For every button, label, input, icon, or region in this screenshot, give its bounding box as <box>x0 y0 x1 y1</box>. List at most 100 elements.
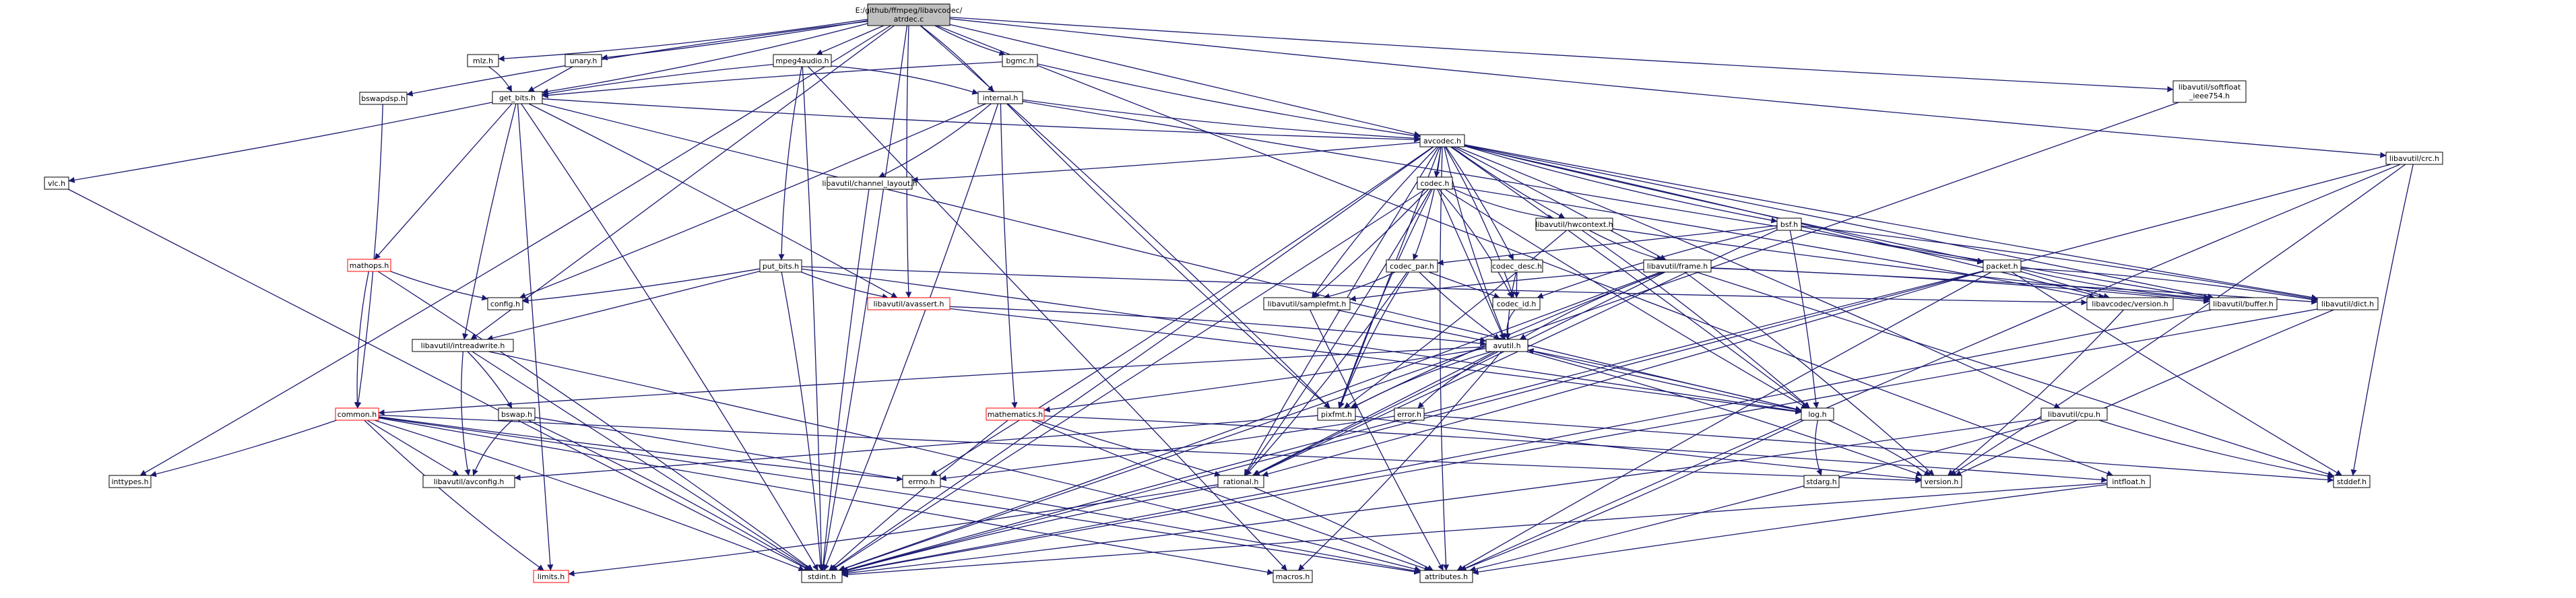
node-box-lavc_version <box>2086 297 2174 310</box>
node-hwcontext[interactable]: libavutil/hwcontext.h <box>1535 218 1613 231</box>
node-frame[interactable]: libavutil/frame.h <box>1643 259 1712 273</box>
node-bswap[interactable]: bswap.h <box>498 407 536 421</box>
edge-intfloat-to-stdint <box>841 482 2108 578</box>
node-vlc[interactable]: vlc.h <box>44 176 69 190</box>
node-cpu[interactable]: libavutil/cpu.h <box>2040 407 2108 421</box>
node-put_bits[interactable]: put_bits.h <box>759 259 802 273</box>
edge-avcodec-to-codec_par <box>1413 146 1442 261</box>
node-label-stdint: stdint.h <box>808 572 836 581</box>
node-crc[interactable]: libavutil/crc.h <box>2385 152 2443 165</box>
edge-mlz-to-get_bits <box>488 66 513 92</box>
node-internal[interactable]: internal.h <box>977 91 1023 104</box>
edge-intfloat-to-attributes <box>1472 484 2108 575</box>
edge-put_bits-to-stdint <box>781 271 824 571</box>
edge-put_bits-to-lavc_version <box>801 266 2088 306</box>
edge-frame-to-version <box>1684 271 1935 476</box>
node-intfloat[interactable]: intfloat.h <box>2106 475 2151 488</box>
edge-root-to-avassert <box>905 25 912 298</box>
node-lavc_version[interactable]: libavcodec/version.h <box>2086 297 2174 310</box>
node-mathops[interactable]: mathops.h <box>347 259 391 272</box>
edge-avutil-to-log <box>1527 350 1802 413</box>
edge-codec-to-log <box>1444 189 1808 409</box>
node-box-bswap <box>498 407 536 421</box>
node-label-bswap: bswap.h <box>501 410 532 419</box>
edge-bsf-to-log <box>1789 230 1820 409</box>
node-bswapdsp[interactable]: bswapdsp.h <box>359 92 408 105</box>
node-avassert[interactable]: libavutil/avassert.h <box>867 297 951 310</box>
edge-mathops-to-stdint <box>377 271 814 571</box>
node-macros[interactable]: macros.h <box>1273 570 1313 583</box>
node-label-bgmc: bgmc.h <box>1006 57 1033 65</box>
node-label-internal: internal.h <box>983 94 1019 102</box>
node-label-codec_id: codec_id.h <box>1497 300 1537 308</box>
node-box-codec <box>1417 176 1453 190</box>
node-avutil[interactable]: avutil.h <box>1485 339 1528 352</box>
node-dict[interactable]: libavutil/dict.h <box>2317 297 2379 310</box>
edge-packet-to-lavc_version <box>2020 271 2110 299</box>
node-label-mathops: mathops.h <box>350 261 389 270</box>
node-root[interactable]: E:/github/ffmpeg/libavcodec/atrdec.c <box>856 3 963 26</box>
node-avcodec[interactable]: avcodec.h <box>1419 134 1465 147</box>
edge-avcodec-to-avutil <box>1444 146 1506 340</box>
edge-root-to-get_bits <box>542 23 868 95</box>
node-label-vlc: vlc.h <box>48 179 65 188</box>
edge-codec-to-lavc_version <box>1452 185 2096 300</box>
node-errno[interactable]: errno.h <box>902 475 941 488</box>
edge-avcodec-to-buffer <box>1464 145 2214 300</box>
node-samplefmt[interactable]: libavutil/samplefmt.h <box>1263 297 1351 310</box>
node-version[interactable]: version.h <box>1921 475 1962 488</box>
node-codec_id[interactable]: codec_id.h <box>1492 297 1541 310</box>
edge-bswap-to-avconfig <box>472 420 513 476</box>
node-limits[interactable]: limits.h <box>533 570 569 583</box>
node-packet[interactable]: packet.h <box>1983 259 2022 273</box>
node-unary[interactable]: unary.h <box>565 54 602 67</box>
node-codec[interactable]: codec.h <box>1417 176 1453 190</box>
node-codec_desc[interactable]: codec_desc.h <box>1491 259 1543 273</box>
node-softfloat[interactable]: libavutil/softfloat_ieee754.h <box>2172 80 2247 103</box>
node-label-channel_layout: libavutil/channel_layout.h <box>822 179 917 188</box>
node-bsf[interactable]: bsf.h <box>1776 218 1802 231</box>
node-bgmc[interactable]: bgmc.h <box>1002 54 1038 67</box>
node-label-intreadwrite: libavutil/intreadwrite.h <box>421 341 505 350</box>
node-codec_par[interactable]: codec_par.h <box>1386 259 1438 273</box>
edge-mathematics-to-rational <box>1035 420 1221 477</box>
node-attributes[interactable]: attributes.h <box>1419 570 1473 583</box>
node-label-hwcontext: libavutil/hwcontext.h <box>1535 220 1613 229</box>
node-label-codec: codec.h <box>1420 179 1449 188</box>
node-label-mathematics: mathematics.h <box>988 410 1043 419</box>
edge-avcodec-to-errno <box>930 146 1434 476</box>
edge-cpu-to-attributes <box>1469 420 2051 572</box>
node-stdint[interactable]: stdint.h <box>801 570 843 583</box>
edge-softfloat-to-stdint <box>839 102 2179 572</box>
node-common[interactable]: common.h <box>335 407 379 421</box>
node-mathematics[interactable]: mathematics.h <box>986 407 1045 421</box>
edge-codec-to-avutil <box>1437 189 1505 340</box>
node-label-put_bits: put_bits.h <box>763 262 799 271</box>
node-avconfig[interactable]: libavutil/avconfig.h <box>422 475 515 488</box>
edge-common-to-errno <box>378 416 903 482</box>
node-box-stdint <box>801 570 843 583</box>
edge-bgmc-to-get_bits <box>542 61 1003 99</box>
node-stdarg[interactable]: stdarg.h <box>1803 475 1840 488</box>
node-config[interactable]: config.h <box>487 297 523 310</box>
node-get_bits[interactable]: get_bits.h <box>492 91 543 104</box>
node-inttypes[interactable]: inttypes.h <box>108 475 152 488</box>
node-error[interactable]: error.h <box>1394 407 1425 421</box>
node-buffer[interactable]: libavutil/buffer.h <box>2209 297 2278 310</box>
node-box-rational <box>1217 475 1264 488</box>
edge-log-to-version <box>1828 420 1931 476</box>
node-label-error: error.h <box>1397 410 1421 419</box>
node-rational[interactable]: rational.h <box>1217 475 1264 488</box>
node-channel_layout[interactable]: libavutil/channel_layout.h <box>822 176 917 190</box>
node-pixfmt[interactable]: pixfmt.h <box>1317 407 1356 421</box>
edge-internal-to-config <box>519 103 986 299</box>
node-intreadwrite[interactable]: libavutil/intreadwrite.h <box>412 339 514 352</box>
node-mpeg4audio[interactable]: mpeg4audio.h <box>773 54 832 67</box>
node-log[interactable]: log.h <box>1801 407 1834 421</box>
node-label-softfloat: libavutil/softfloat_ieee754.h <box>2179 83 2241 100</box>
node-mlz[interactable]: mlz.h <box>467 54 499 67</box>
node-label-mlz: mlz.h <box>473 57 493 65</box>
node-box-intfloat <box>2106 475 2151 488</box>
node-stddef[interactable]: stddef.h <box>2333 475 2371 488</box>
node-label-version: version.h <box>1925 477 1959 486</box>
